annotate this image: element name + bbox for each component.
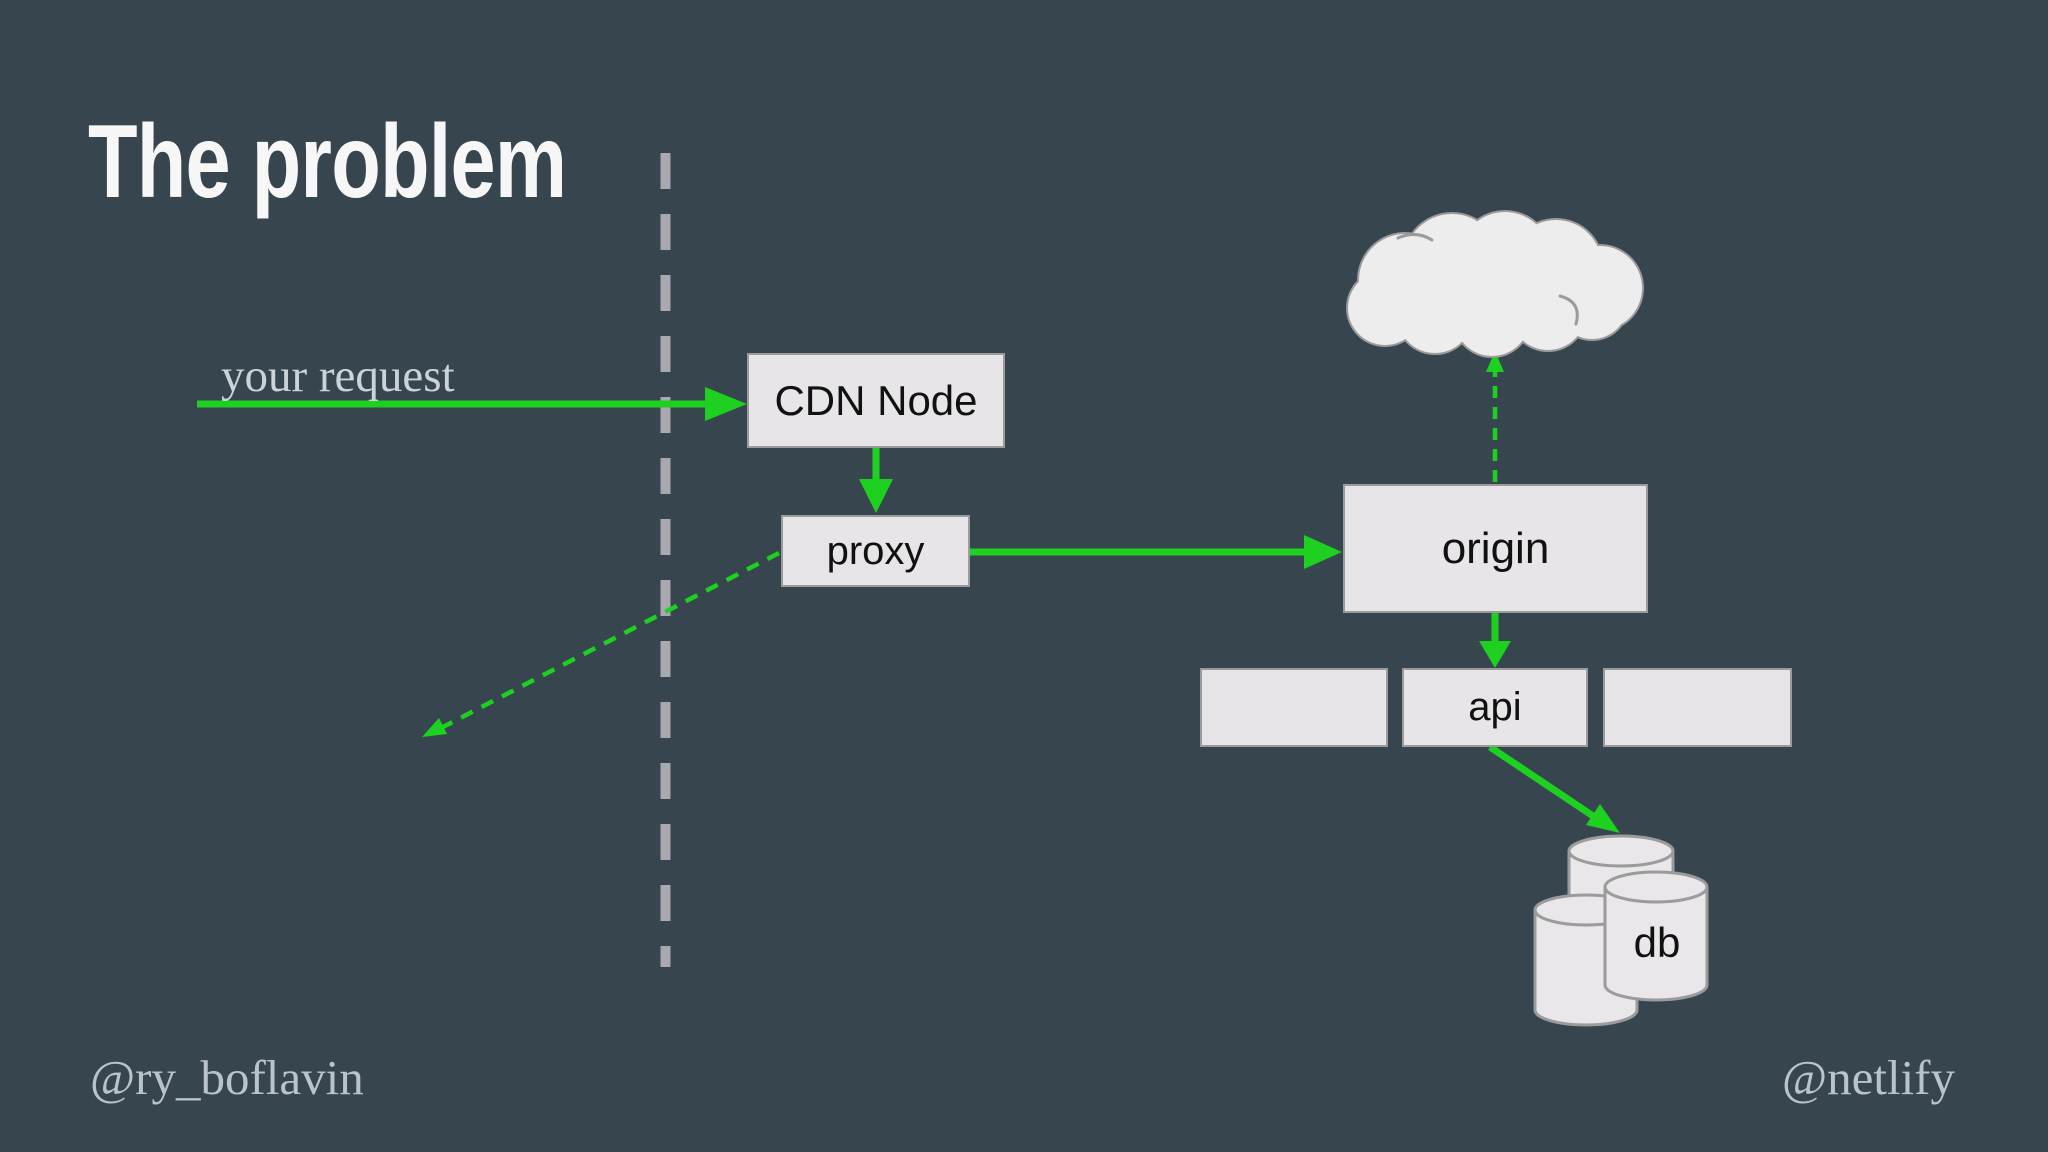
- api-to-db-arrow: [1488, 744, 1620, 833]
- slide-title: The problem: [88, 104, 567, 220]
- node-service-slot-left: [1200, 668, 1388, 747]
- node-proxy-label: proxy: [826, 528, 925, 573]
- internet-cloud-icon: [1346, 210, 1644, 358]
- origin-to-cloud-dashed-arrow: [1486, 351, 1504, 482]
- node-service-slot-right: [1603, 668, 1792, 747]
- node-cdn-label: CDN Node: [774, 376, 978, 424]
- proxy-to-origin-arrow: [970, 535, 1342, 569]
- request-arrow: [197, 387, 747, 421]
- node-cdn: CDN Node: [747, 353, 1005, 448]
- cdn-to-proxy-arrow: [859, 448, 893, 513]
- origin-to-api-arrow: [1479, 613, 1511, 668]
- node-origin-label: origin: [1441, 523, 1550, 573]
- request-label: your request: [221, 350, 455, 402]
- node-db-label: db: [1634, 919, 1681, 966]
- node-api: api: [1402, 668, 1588, 747]
- footer-company-handle: @netlify: [1781, 1050, 1955, 1105]
- database-cylinders-icon: db: [1533, 834, 1709, 1027]
- node-origin: origin: [1343, 484, 1648, 613]
- proxy-response-dashed-arrow: [422, 551, 781, 737]
- footer-author-handle: @ry_boflavin: [90, 1050, 364, 1105]
- node-api-label: api: [1468, 685, 1522, 729]
- node-proxy: proxy: [781, 515, 970, 587]
